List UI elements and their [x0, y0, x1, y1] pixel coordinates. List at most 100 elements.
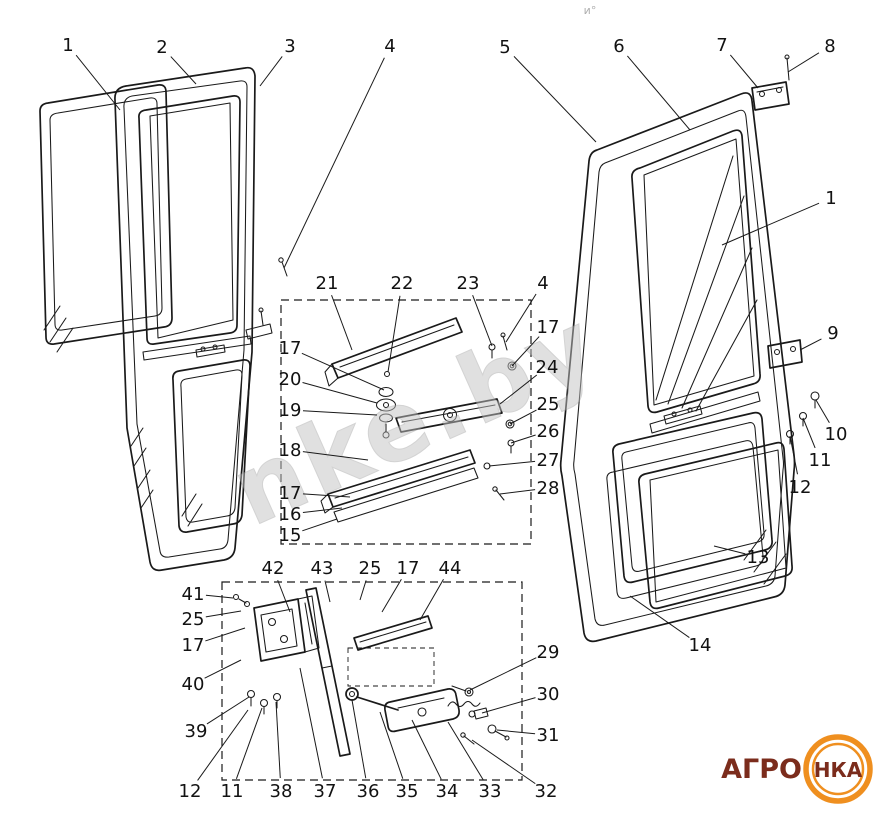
- leader-line: [381, 578, 402, 613]
- left-glass-pane-outline: [49, 97, 163, 331]
- lock-rod-29: [451, 685, 467, 692]
- callout-number: 24: [536, 357, 559, 378]
- window-corner-piece-inner: [359, 621, 427, 643]
- left-glass-hatch: [43, 305, 74, 353]
- door-pillar-angle-rung: [321, 665, 333, 669]
- leader-line: [197, 709, 249, 781]
- callout-number: 26: [537, 421, 560, 442]
- leader-line: [379, 711, 404, 779]
- top-hinge-bolt: [758, 90, 766, 98]
- leader-line: [75, 54, 121, 111]
- leader-line: [499, 489, 536, 495]
- lower-guide-rail-27: [327, 449, 476, 508]
- washer-item25-hole: [507, 421, 513, 427]
- bolt-item31-tip: [504, 735, 510, 741]
- hinge-bracket-40: [253, 598, 306, 662]
- callout-number: 22: [391, 273, 414, 294]
- mid-hinge-bolt: [773, 348, 781, 356]
- leader-line: [496, 729, 536, 735]
- callout-number: 2: [156, 37, 167, 58]
- lock-body-hole: [417, 707, 427, 717]
- leader-line: [469, 657, 537, 691]
- window-slide-mechanism-detail: [280, 299, 532, 545]
- callout-number: 33: [479, 781, 502, 802]
- leader-line: [324, 580, 331, 603]
- leader-line: [471, 739, 536, 785]
- leader-line: [331, 295, 353, 351]
- lock-roller-29: [464, 687, 474, 697]
- leader-line: [505, 293, 537, 343]
- callout-number: 10: [825, 424, 848, 445]
- left-door-edge-hatch: [130, 427, 154, 509]
- leader-line: [205, 594, 234, 599]
- left-door-lower-window-frame: [172, 359, 251, 533]
- callout-number: 30: [537, 684, 560, 705]
- left-door-hinge-pin: [260, 310, 264, 326]
- callout-number: 25: [537, 394, 560, 415]
- screw-item28: [495, 489, 505, 501]
- top-hinge-bolt: [775, 86, 783, 94]
- screw-item32: [463, 735, 475, 745]
- callout-number: 20: [279, 369, 302, 390]
- callout-number: 19: [279, 400, 302, 421]
- callout-number: 12: [179, 781, 202, 802]
- lower-guide-rail-inner: [334, 456, 469, 499]
- brand-logo: АГРО НКА: [721, 734, 873, 804]
- lock-detail-box: [221, 581, 523, 781]
- callout-number: 34: [436, 781, 459, 802]
- left-door-drawing: [114, 66, 288, 572]
- leader-line: [499, 374, 538, 405]
- leader-line: [206, 696, 250, 725]
- roller-stack-washer-lower: [378, 413, 394, 423]
- leader-line: [302, 493, 351, 498]
- screw-item32-head: [460, 732, 466, 738]
- bracket-bolt-11: [259, 698, 269, 708]
- hinge-bracket-inner: [260, 608, 298, 653]
- leader-line: [472, 294, 493, 347]
- leader-line: [283, 57, 385, 269]
- bolt-item10: [810, 391, 820, 401]
- leader-line: [481, 697, 536, 714]
- hinge-bracket-hole: [279, 634, 289, 644]
- bolt-item30: [473, 707, 489, 720]
- upper-screw-item4-head: [278, 257, 284, 263]
- leader-line: [277, 579, 291, 613]
- callout-number: 11: [221, 781, 244, 802]
- callout-number: 37: [314, 781, 337, 802]
- leader-line: [235, 707, 263, 779]
- callout-number: 17: [182, 635, 205, 656]
- callout-number: 4: [384, 36, 395, 57]
- screw-item28-head: [492, 486, 498, 492]
- left-glass-seal-outline: [39, 84, 173, 345]
- left-door-lower-window-inner: [180, 369, 243, 523]
- logo-ring-inner: [811, 742, 865, 796]
- hinge-pin-item8-head: [784, 54, 790, 60]
- roller-stack-roller-19: [375, 398, 397, 412]
- left-door-inner-frame: [123, 80, 248, 558]
- top-hinge-bracket: [751, 81, 790, 111]
- callout-number: 16: [279, 504, 302, 525]
- callout-number: 7: [716, 35, 727, 56]
- upper-guide-rail-flange: [324, 363, 339, 387]
- callout-number: 17: [537, 317, 560, 338]
- leader-line: [802, 417, 816, 449]
- callout-number: 39: [185, 721, 208, 742]
- callout-number: 13: [747, 547, 770, 568]
- callout-number: 25: [359, 558, 382, 579]
- leader-line: [299, 667, 323, 779]
- bolt-item30-head: [468, 710, 476, 718]
- lock-lever-pivot-hole: [348, 690, 356, 698]
- callout-number: 17: [279, 338, 302, 359]
- leader-line: [787, 52, 820, 73]
- leader-line: [302, 381, 378, 404]
- logo-circle-text: НКА: [814, 758, 863, 782]
- callout-number: 18: [279, 440, 302, 461]
- hinge-lock-mechanism-detail: [221, 581, 523, 781]
- leader-line: [629, 595, 690, 638]
- left-door-upper-window-opening: [138, 95, 241, 345]
- right-door-outline: [559, 92, 796, 643]
- lock-lever-pivot-36: [345, 687, 359, 701]
- screw-item4-detail-head: [500, 332, 506, 338]
- callout-number: 28: [537, 478, 560, 499]
